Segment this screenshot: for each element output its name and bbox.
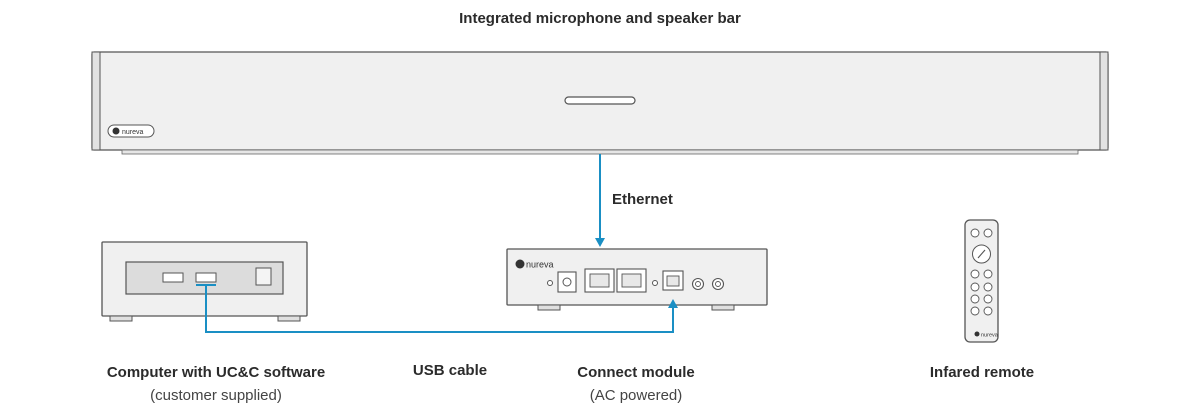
ethernet-label: Ethernet bbox=[612, 191, 673, 208]
diagram-title: Integrated microphone and speaker bar bbox=[459, 10, 741, 27]
connect-module-logo: nureva bbox=[515, 259, 554, 270]
computer-usb-port-2 bbox=[195, 272, 217, 283]
computer-note: (customer supplied) bbox=[150, 387, 282, 404]
ethernet-port-2 bbox=[616, 268, 647, 293]
remote-label: Infared remote bbox=[929, 364, 1035, 381]
connect-module-device: nureva bbox=[506, 248, 768, 311]
connect-module-label: Connect module bbox=[577, 364, 695, 381]
ethernet-cable bbox=[595, 154, 605, 247]
ethernet-port-1 bbox=[584, 268, 615, 293]
computer-device bbox=[101, 241, 308, 322]
usb-b-port bbox=[662, 270, 684, 291]
remote-brand-text: nureva bbox=[981, 333, 999, 339]
connect-module-brand-text: nureva bbox=[526, 260, 554, 270]
computer-label: Computer with UC&C software bbox=[106, 364, 326, 381]
remote-device: nureva bbox=[964, 219, 999, 343]
speaker-bar-badge: nureva bbox=[107, 124, 155, 138]
computer-usb-port-1 bbox=[162, 272, 184, 283]
computer-power-button bbox=[255, 267, 272, 286]
speaker-bar-light-strip bbox=[564, 96, 636, 105]
usb-cable-label: USB cable bbox=[412, 362, 488, 379]
speaker-bar-brand-text: nureva bbox=[122, 129, 144, 136]
connect-module-note: (AC powered) bbox=[589, 387, 683, 404]
speaker-bar: nureva bbox=[91, 51, 1109, 155]
usb-cable bbox=[205, 286, 678, 333]
